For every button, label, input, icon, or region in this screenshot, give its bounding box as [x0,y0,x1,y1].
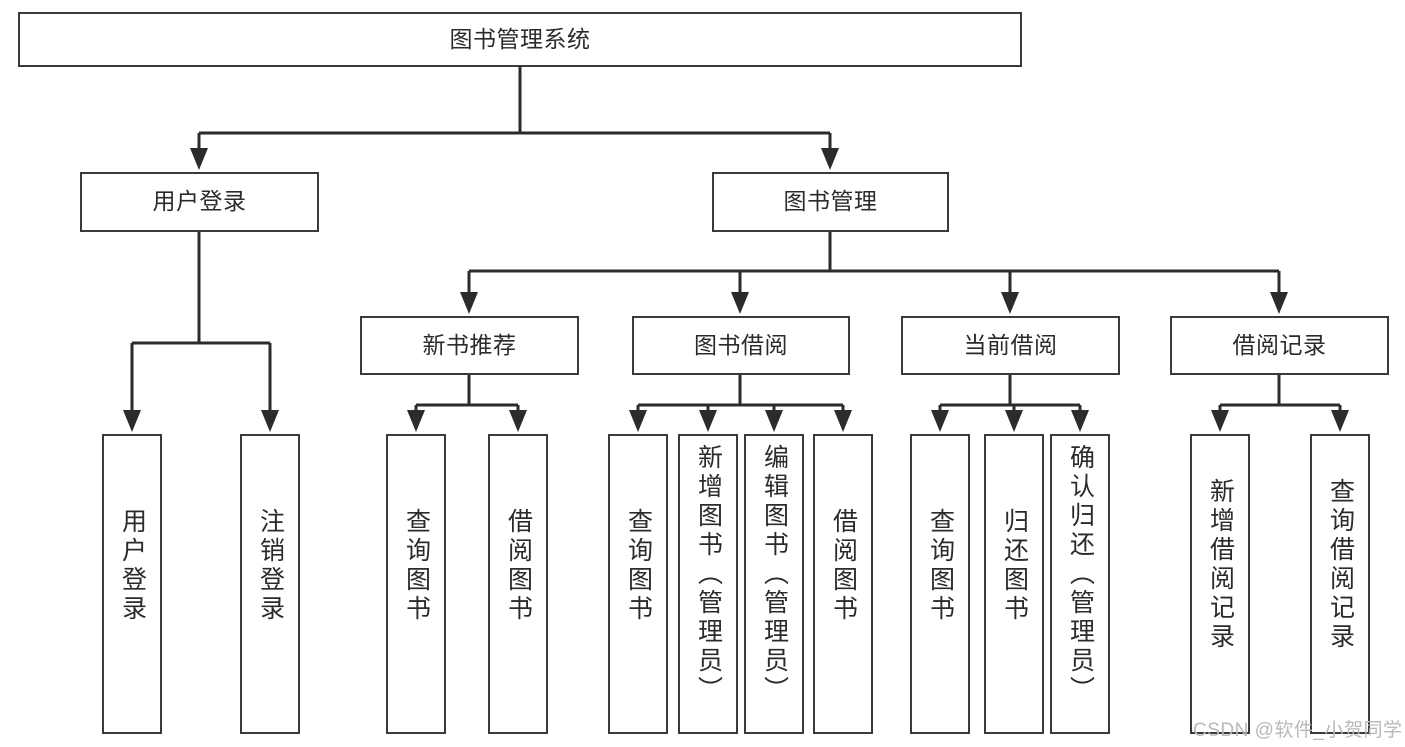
edge-bookborrow-to-leaves-arrowhead-2 [765,410,783,432]
node-label: 图书管理 [783,188,878,215]
edge-userlogin-to-leaves-arrowhead-0 [123,410,141,432]
edge-borrowrecord-to-leaves-arrowhead-0 [1211,410,1229,432]
node-label: 借阅图书 [829,508,858,624]
node-label: 查询图书 [402,508,431,624]
edge-root-to-level1-arrowhead-1 [821,148,839,170]
edge-bookborrow-to-leaves-arrowhead-3 [834,410,852,432]
edge-bookmgmt-to-level2-arrowhead-2 [1001,292,1019,314]
node-new-book-rec[interactable]: 新书推荐 [360,316,579,375]
edge-bookmgmt-to-level2-arrowhead-1 [731,292,749,314]
node-user-login[interactable]: 用户登录 [80,172,319,232]
node-leaf-query-record[interactable]: 查询借阅记录 [1310,434,1370,734]
node-leaf-add-record[interactable]: 新增借阅记录 [1190,434,1250,734]
edge-root-to-level1-arrowhead-0 [190,148,208,170]
edge-newbook-to-leaves-arrowhead-0 [407,410,425,432]
edge-newbook-to-leaves-arrowhead-1 [509,410,527,432]
node-leaf-borrow-book-1[interactable]: 借阅图书 [488,434,548,734]
connector-group [123,67,1349,432]
node-leaf-borrow-book-2[interactable]: 借阅图书 [813,434,873,734]
node-leaf-edit-book[interactable]: 编辑图书（管理员） [744,434,804,734]
node-label: 确认归还（管理员） [1066,444,1095,705]
node-current-borrow[interactable]: 当前借阅 [901,316,1120,375]
node-leaf-query-book-1[interactable]: 查询图书 [386,434,446,734]
node-label: 图书管理系统 [449,25,591,52]
node-label: 借阅记录 [1232,331,1327,358]
node-label: 用户登录 [152,188,247,215]
edge-bookmgmt-to-level2-arrowhead-3 [1270,292,1288,314]
node-label: 查询借阅记录 [1326,478,1355,652]
node-leaf-confirm-return[interactable]: 确认归还（管理员） [1050,434,1110,734]
edge-bookborrow-to-leaves-arrowhead-1 [699,410,717,432]
node-label: 归还图书 [1000,508,1029,624]
node-label: 用户登录 [118,508,147,624]
node-label: 新书推荐 [422,331,517,358]
node-label: 借阅图书 [504,508,533,624]
node-root[interactable]: 图书管理系统 [18,12,1022,67]
node-label: 注销登录 [256,508,285,624]
node-leaf-add-book[interactable]: 新增图书（管理员） [678,434,738,734]
node-leaf-query-book-2[interactable]: 查询图书 [608,434,668,734]
node-label: 查询图书 [926,508,955,624]
node-label: 查询图书 [624,508,653,624]
node-label: 当前借阅 [963,331,1058,358]
edge-borrowrecord-to-leaves-arrowhead-1 [1331,410,1349,432]
edge-userlogin-to-leaves-arrowhead-1 [261,410,279,432]
node-borrow-record[interactable]: 借阅记录 [1170,316,1389,375]
node-label: 新增图书（管理员） [694,444,723,705]
node-label: 图书借阅 [694,331,788,358]
node-label: 新增借阅记录 [1206,478,1235,652]
edge-bookmgmt-to-level2-arrowhead-0 [460,292,478,314]
node-leaf-logout[interactable]: 注销登录 [240,434,300,734]
edge-currentborrow-to-leaves-arrowhead-0 [931,410,949,432]
edge-currentborrow-to-leaves-arrowhead-1 [1005,410,1023,432]
node-leaf-return-book[interactable]: 归还图书 [984,434,1044,734]
node-book-borrow[interactable]: 图书借阅 [632,316,850,375]
node-label: 编辑图书（管理员） [760,444,789,705]
node-leaf-user-login[interactable]: 用户登录 [102,434,162,734]
node-leaf-query-book-3[interactable]: 查询图书 [910,434,970,734]
edge-currentborrow-to-leaves-arrowhead-2 [1071,410,1089,432]
node-book-mgmt[interactable]: 图书管理 [712,172,949,232]
edge-bookborrow-to-leaves-arrowhead-0 [629,410,647,432]
